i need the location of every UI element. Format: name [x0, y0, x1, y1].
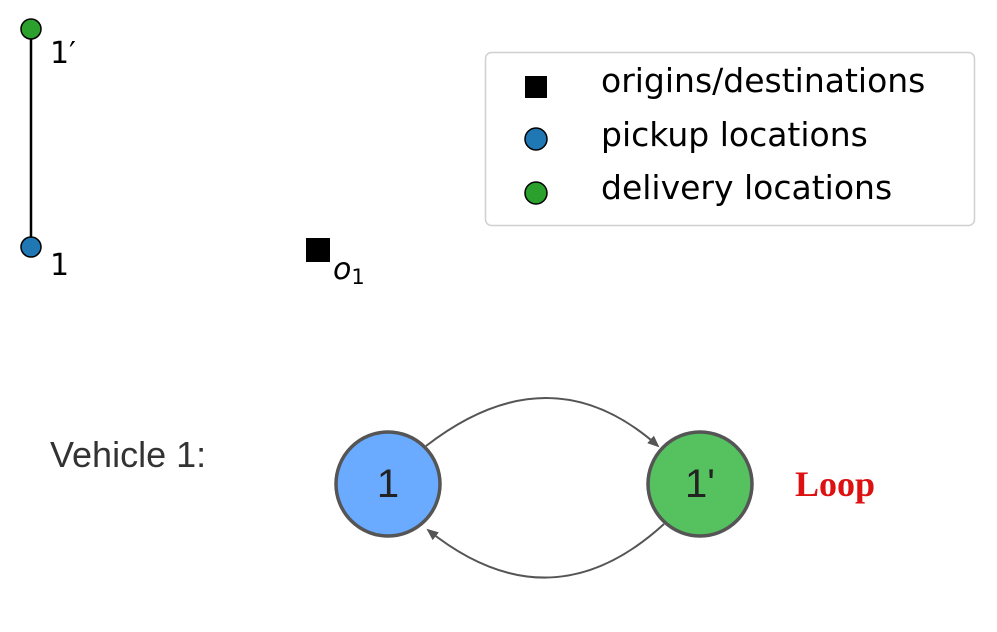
- route-arrow-return: [426, 523, 665, 579]
- route-node-pickup-label: 1: [377, 462, 399, 506]
- delivery-point-label: 1′: [50, 36, 76, 71]
- route-arrow-forward: [425, 397, 660, 448]
- legend-delivery-circle-icon: [524, 181, 548, 205]
- route-node-delivery-label: 1': [685, 462, 715, 506]
- loop-status-label: Loop: [795, 464, 875, 504]
- pickup-point: [20, 236, 42, 258]
- legend-item-delivery: delivery locations: [601, 168, 892, 207]
- legend-square-icon: [525, 76, 547, 98]
- vehicle-label: Vehicle 1:: [50, 434, 206, 475]
- legend-item-pickup: pickup locations: [601, 115, 868, 154]
- legend: origins/destinations pickup locations de…: [484, 51, 976, 227]
- route-node-pickup: [334, 430, 442, 538]
- delivery-point: [20, 18, 42, 40]
- depot-label-subscript: 1: [351, 265, 364, 289]
- depot-label: o1: [333, 252, 365, 289]
- legend-frame: [484, 51, 976, 227]
- depot-marker: [306, 238, 330, 262]
- legend-item-origins: origins/destinations: [601, 61, 925, 100]
- pickup-point-label: 1: [50, 248, 69, 283]
- legend-pickup-circle-icon: [524, 127, 548, 151]
- route-node-delivery: [646, 430, 754, 538]
- depot-label-main: o: [333, 252, 351, 287]
